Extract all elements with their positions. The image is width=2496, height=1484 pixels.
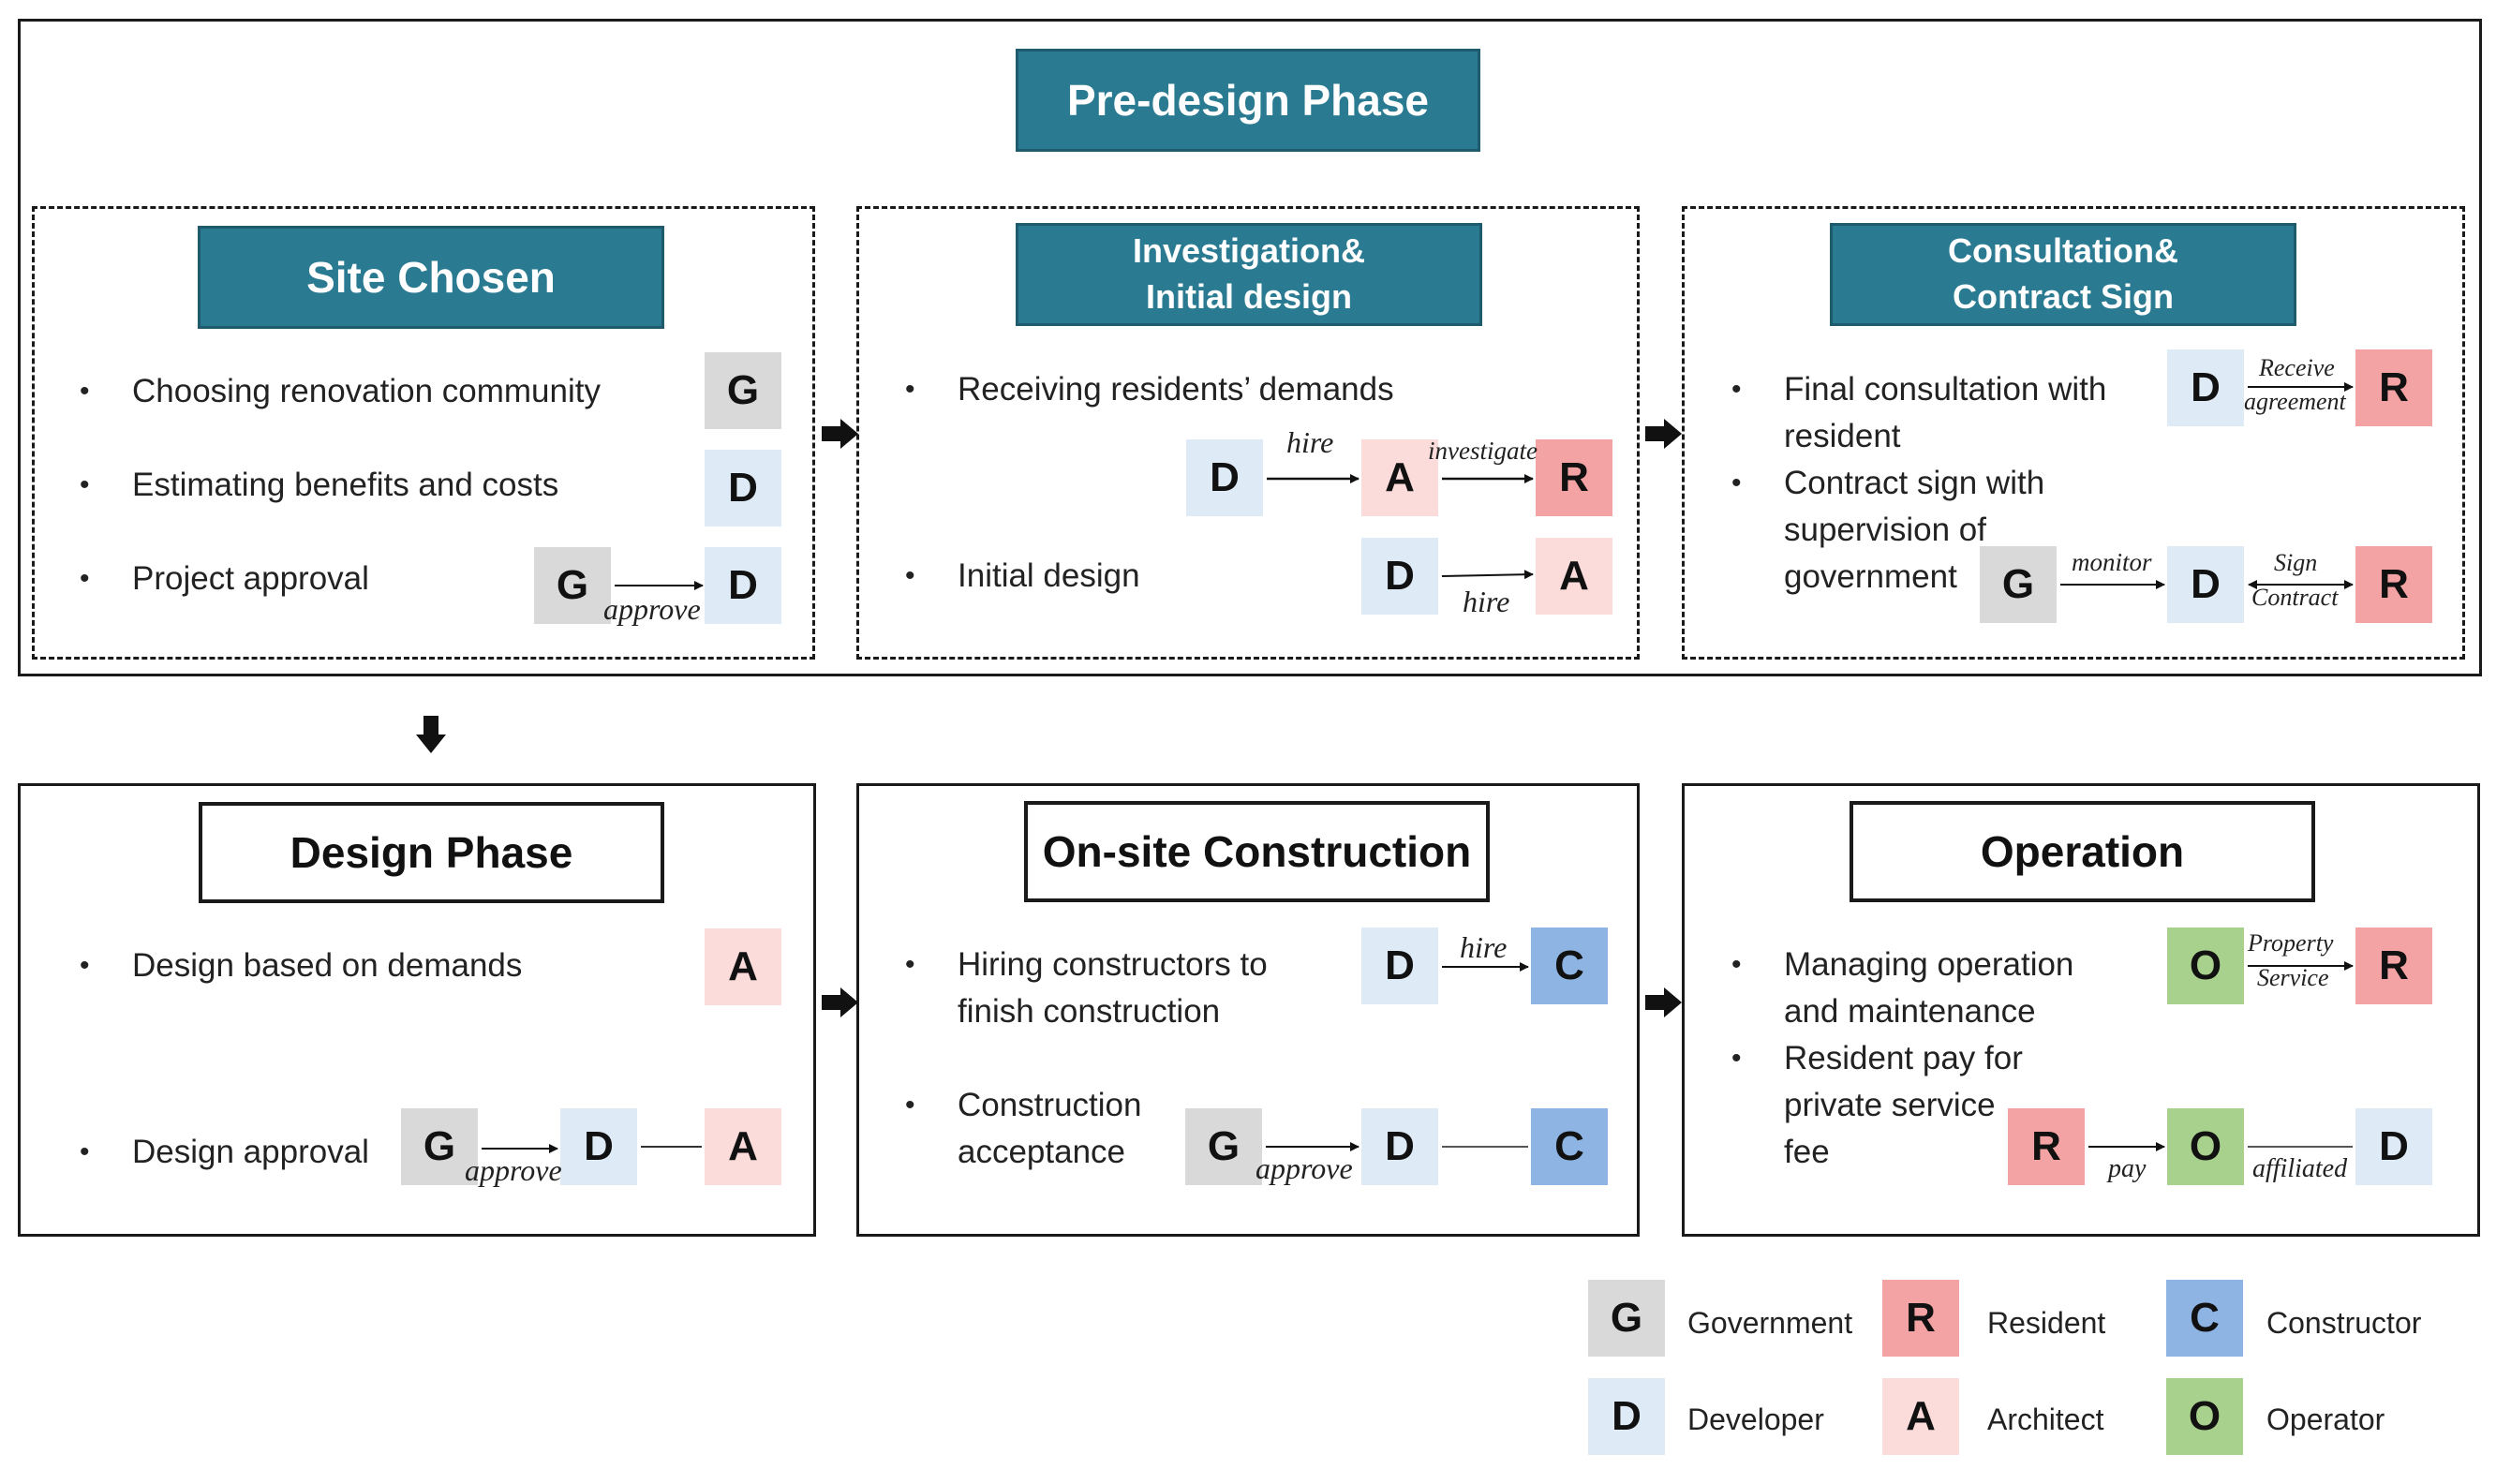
design-panel xyxy=(18,783,816,1237)
node-developer: D xyxy=(1359,1106,1440,1187)
site-chosen-panel xyxy=(32,206,815,660)
edge-label-approve: approve xyxy=(465,1153,562,1187)
edge-label-property: Property xyxy=(2248,929,2334,957)
node-developer: D xyxy=(2354,1106,2434,1187)
node-developer: D xyxy=(558,1106,639,1187)
node-resident: R xyxy=(2354,544,2434,625)
node-government: G xyxy=(1183,1106,1264,1187)
operation-bullet-resident-pay: Resident pay for private service fee xyxy=(1731,1035,2023,1176)
predesign-frame xyxy=(18,19,2482,676)
predesign-title: Pre-design Phase xyxy=(1016,49,1480,152)
node-resident: R xyxy=(2354,348,2434,428)
site-chosen-title: Site Chosen xyxy=(198,226,664,329)
node-architect: A xyxy=(1359,438,1440,518)
node-resident: R xyxy=(1534,438,1614,518)
consultation-panel xyxy=(1682,206,2465,660)
node-government: G xyxy=(399,1106,480,1187)
legend-label-resident: Resident xyxy=(1987,1306,2106,1340)
legend-swatch-operator: O xyxy=(2164,1376,2245,1457)
node-constructor: C xyxy=(1529,1106,1610,1187)
edge-label-approve: approve xyxy=(1255,1151,1353,1185)
legend-label-developer: Developer xyxy=(1687,1402,1824,1436)
edge-label-pay: pay xyxy=(2108,1154,2147,1183)
construction-bullet-acceptance: Construction acceptance xyxy=(905,1082,1142,1176)
edge-arrow xyxy=(1441,570,1534,580)
edge-label-hire: hire xyxy=(1463,585,1510,618)
design-bullet-approval: Design approval xyxy=(80,1129,369,1176)
site-bullet-estimating: Estimating benefits and costs xyxy=(80,462,558,509)
investigation-bullet-initial-design: Initial design xyxy=(905,553,1139,600)
investigation-panel xyxy=(856,206,1640,660)
edge-label-approve: approve xyxy=(603,592,701,626)
node-operator: O xyxy=(2165,1106,2246,1187)
node-developer: D xyxy=(1359,536,1440,616)
stage-arrow-down xyxy=(416,716,446,753)
node-architect: A xyxy=(703,1106,783,1187)
stage-arrow-right xyxy=(1645,987,1682,1017)
node-operator: O xyxy=(2165,926,2246,1006)
node-resident: R xyxy=(2006,1106,2087,1187)
legend-label-operator: Operator xyxy=(2266,1402,2385,1436)
design-bullet-demands: Design based on demands xyxy=(80,942,522,989)
legend-label-government: Government xyxy=(1687,1306,1853,1340)
edge-label-service: Service xyxy=(2257,964,2329,991)
operation-panel xyxy=(1682,783,2480,1237)
node-government: G xyxy=(1978,544,2058,625)
edge-label-hire: hire xyxy=(1460,930,1508,964)
site-bullet-choosing: Choosing renovation community xyxy=(80,368,601,415)
legend-swatch-developer: D xyxy=(1586,1376,1667,1457)
node-government: G xyxy=(703,350,783,431)
node-developer: D xyxy=(2165,348,2246,428)
legend-swatch-architect: A xyxy=(1880,1376,1961,1457)
operation-bullet-managing: Managing operation and maintenance xyxy=(1731,942,2073,1035)
legend-swatch-resident: R xyxy=(1880,1278,1961,1358)
consultation-title: Consultation& Contract Sign xyxy=(1830,223,2296,326)
node-developer: D xyxy=(2165,544,2246,625)
consultation-bullet-final: Final consultation with resident xyxy=(1731,366,2106,460)
node-developer: D xyxy=(1184,438,1265,518)
node-developer: D xyxy=(1359,926,1440,1006)
operation-title: Operation xyxy=(1850,801,2315,902)
node-resident: R xyxy=(2354,926,2434,1006)
construction-bullet-hiring: Hiring constructors to finish constructi… xyxy=(905,942,1268,1035)
site-bullet-approval: Project approval xyxy=(80,556,369,602)
node-developer: D xyxy=(703,448,783,528)
construction-panel xyxy=(856,783,1640,1237)
edge-label-hire: hire xyxy=(1286,425,1334,459)
design-title: Design Phase xyxy=(199,802,664,903)
legend-swatch-government: G xyxy=(1586,1278,1667,1358)
node-architect: A xyxy=(703,927,783,1007)
edge-label-receive: Receive xyxy=(2259,354,2335,381)
edge-label-monitor: monitor xyxy=(2072,548,2152,576)
legend-label-architect: Architect xyxy=(1987,1402,2104,1436)
edge-label-investigate: investigate xyxy=(1428,437,1538,465)
node-architect: A xyxy=(1534,536,1614,616)
consultation-bullet-contract: Contract sign with supervision of govern… xyxy=(1731,460,2044,601)
stage-arrow-right xyxy=(822,419,858,449)
edge-label-affiliated: affiliated xyxy=(2252,1154,2348,1183)
node-constructor: C xyxy=(1529,926,1610,1006)
stage-arrow-right xyxy=(1645,419,1682,449)
edge-label-sign: Sign xyxy=(2274,549,2318,576)
stage-arrow-right xyxy=(822,987,858,1017)
investigation-bullet-demands: Receiving residents’ demands xyxy=(905,366,1394,413)
edge-label-agreement: agreement xyxy=(2244,388,2346,415)
investigation-title: Investigation& Initial design xyxy=(1016,223,1482,326)
node-government: G xyxy=(532,545,613,626)
construction-title: On-site Construction xyxy=(1024,801,1490,902)
node-developer: D xyxy=(703,545,783,626)
legend-swatch-constructor: C xyxy=(2164,1278,2245,1358)
legend-label-constructor: Constructor xyxy=(2266,1306,2422,1340)
